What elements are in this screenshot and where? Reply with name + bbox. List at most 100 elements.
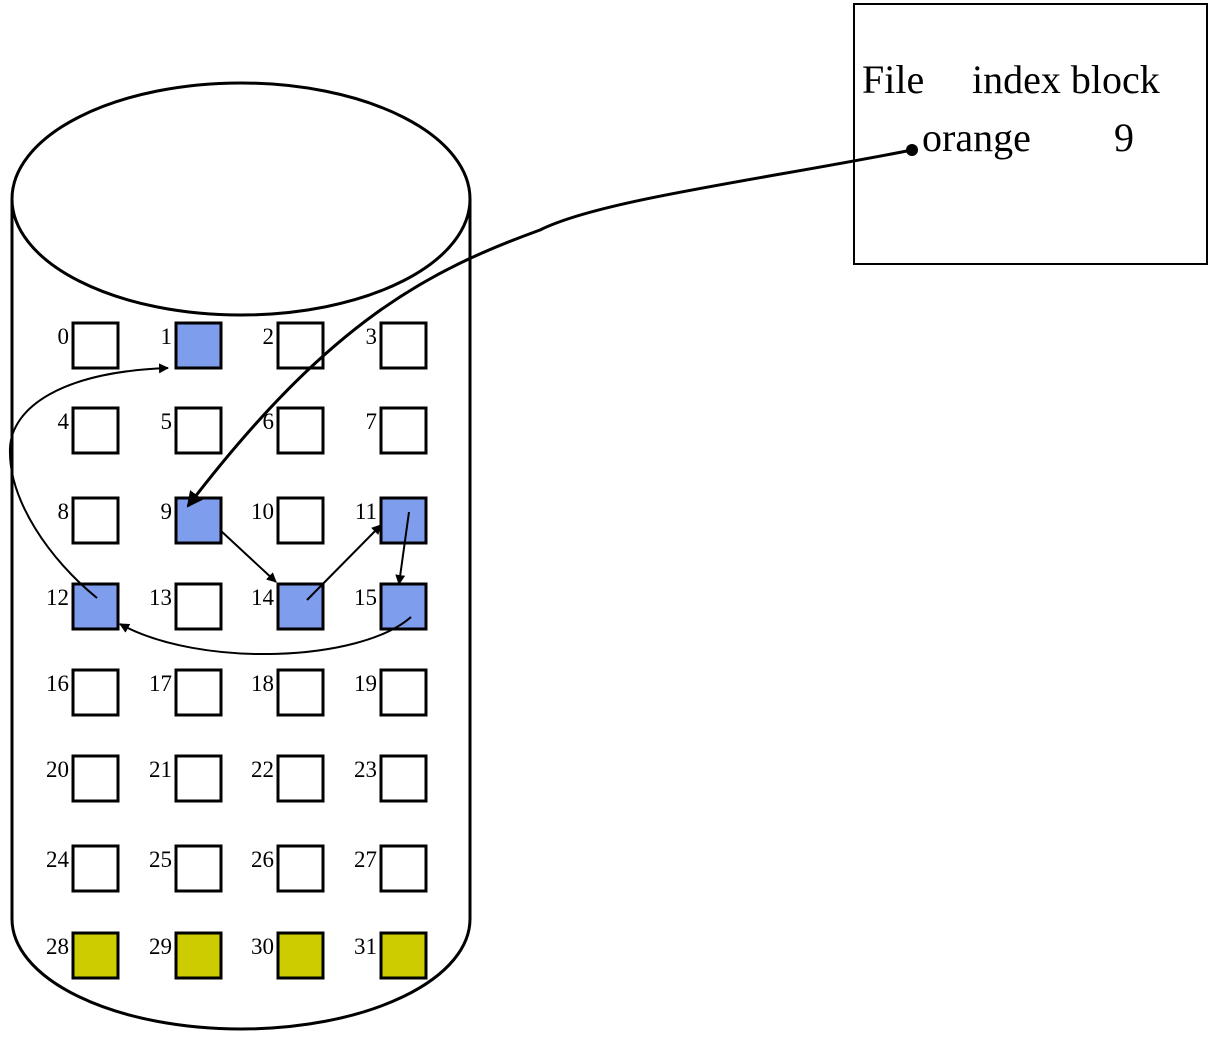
block-box	[174, 844, 223, 893]
disk-block: 31	[354, 931, 428, 980]
header-file: File	[862, 57, 924, 102]
disk-block: 7	[366, 406, 428, 455]
disk-block: 1	[161, 321, 223, 370]
block-number: 8	[58, 499, 70, 524]
block-box	[379, 844, 428, 893]
disk-block: 13	[149, 582, 223, 631]
block-number: 23	[354, 757, 377, 782]
disk-block: 26	[251, 844, 325, 893]
disk-block: 17	[149, 668, 223, 717]
block-number: 30	[251, 934, 274, 959]
block-number: 5	[161, 409, 173, 434]
disk-block: 25	[149, 844, 223, 893]
block-box	[71, 582, 120, 631]
block-box	[71, 754, 120, 803]
block-number: 6	[263, 409, 275, 434]
block-box	[379, 406, 428, 455]
entry-block: 9	[1114, 115, 1134, 160]
block-number: 28	[46, 934, 69, 959]
disk-block: 28	[46, 931, 120, 980]
block-box	[71, 496, 120, 545]
disk-block: 3	[366, 321, 428, 370]
disk-block: 6	[263, 406, 325, 455]
disk-cylinder	[10, 81, 472, 1031]
link-15-to-12	[119, 616, 412, 656]
disk-block: 18	[251, 668, 325, 717]
block-box	[276, 668, 325, 717]
link-12-to-1	[8, 363, 169, 599]
block-box	[276, 844, 325, 893]
block-number: 15	[354, 585, 377, 610]
block-number: 24	[46, 847, 70, 872]
block-box	[276, 754, 325, 803]
block-box	[174, 668, 223, 717]
disk-block: 19	[354, 668, 428, 717]
block-number: 31	[354, 934, 377, 959]
block-number: 13	[149, 585, 172, 610]
disk-block: 10	[251, 496, 325, 545]
disk-block: 15	[354, 582, 428, 631]
disk-block: 5	[161, 406, 223, 455]
block-box	[174, 931, 223, 980]
block-number: 19	[354, 671, 377, 696]
block-number: 11	[355, 499, 377, 524]
block-box	[71, 406, 120, 455]
block-number: 18	[251, 671, 274, 696]
pointer-arrow	[186, 148, 913, 508]
block-number: 26	[251, 847, 274, 872]
directory-box: File index block orange 9	[853, 3, 1208, 265]
link-9-to-14	[219, 529, 277, 583]
block-box	[174, 582, 223, 631]
block-box	[276, 496, 325, 545]
block-number: 14	[251, 585, 275, 610]
block-number: 12	[46, 585, 69, 610]
entry-name: orange	[922, 115, 1031, 160]
block-number: 17	[149, 671, 172, 696]
disk-block: 23	[354, 754, 428, 803]
block-number: 7	[366, 409, 378, 434]
disk-block: 8	[58, 496, 120, 545]
block-box	[174, 321, 223, 370]
block-box	[71, 931, 120, 980]
disk-block: 29	[149, 931, 223, 980]
block-number: 22	[251, 757, 274, 782]
block-box	[174, 496, 223, 545]
chain-arrows	[8, 363, 412, 656]
disk-block: 27	[354, 844, 428, 893]
block-box	[276, 931, 325, 980]
block-number: 25	[149, 847, 172, 872]
block-box	[379, 931, 428, 980]
block-number: 3	[366, 324, 378, 349]
directory-pointer	[186, 144, 918, 508]
block-number: 20	[46, 757, 69, 782]
disk-block: 24	[46, 844, 120, 893]
disk-block: 4	[58, 406, 120, 455]
disk-block: 11	[355, 496, 428, 545]
directory-frame	[853, 3, 1208, 265]
block-box	[379, 668, 428, 717]
disk-block: 16	[46, 668, 120, 717]
disk-block: 30	[251, 931, 325, 980]
disk-block: 0	[58, 321, 120, 370]
disk-body	[10, 199, 472, 1031]
block-box	[71, 668, 120, 717]
block-number: 29	[149, 934, 172, 959]
block-number: 10	[251, 499, 274, 524]
block-box	[71, 844, 120, 893]
block-number: 0	[58, 324, 70, 349]
block-number: 16	[46, 671, 69, 696]
block-box	[276, 321, 325, 370]
block-box	[174, 406, 223, 455]
block-box	[174, 754, 223, 803]
block-box	[71, 321, 120, 370]
block-number: 21	[149, 757, 172, 782]
header-index-block: index block	[972, 57, 1160, 102]
disk-block: 22	[251, 754, 325, 803]
disk-block: 12	[46, 582, 120, 631]
block-number: 9	[161, 499, 173, 524]
block-box	[276, 406, 325, 455]
link-14-to-11	[306, 524, 382, 601]
disk-block: 2	[263, 321, 325, 370]
